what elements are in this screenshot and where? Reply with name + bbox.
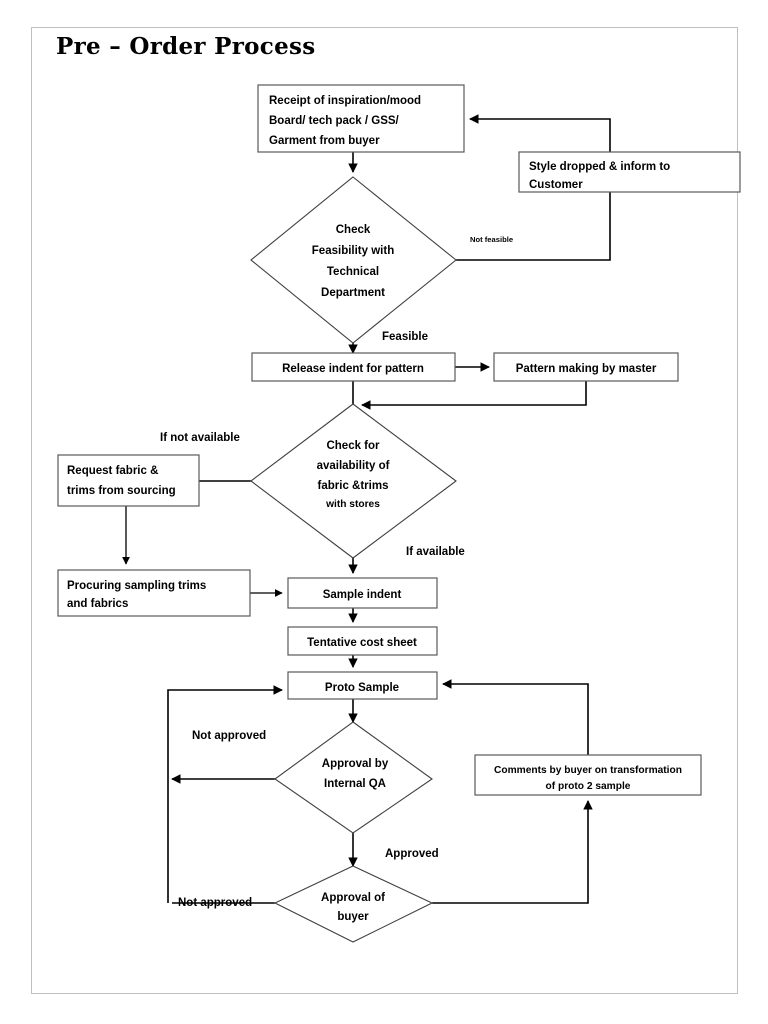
node-tentative-cost-label: Tentative cost sheet [307,637,417,649]
node-style-dropped-line-1: Style dropped & inform to [529,161,670,173]
edge-buyer-approved-to-comments [432,800,593,904]
node-feasibility-line-1: Check [336,224,371,236]
node-availability-line-3: fabric &trims [318,480,389,492]
node-approval-qa-line-2: Internal QA [324,778,386,790]
node-receipt-line-2: Board/ tech pack / GSS/ [269,115,400,127]
node-approval-buyer-line-1: Approval of [321,892,385,904]
node-release-indent-label: Release indent for pattern [282,363,424,375]
node-pattern-making[interactable] [493,352,679,382]
label-approved: Approved [385,848,439,860]
node-style-dropped-line-2: Customer [529,179,583,191]
label-if-available: If available [406,546,465,558]
node-receipt-line-1: Receipt of inspiration/mood [269,95,421,107]
node-style-dropped[interactable] [518,151,741,193]
node-procuring-sampling[interactable] [57,569,251,617]
label-not-feasible: Not feasible [470,235,513,244]
node-availability-line-1: Check for [326,440,380,452]
page-title: Pre – Order Process [56,33,316,60]
node-request-fabric-line-1: Request fabric & [67,465,158,477]
node-tentative-cost-sheet[interactable] [287,626,438,656]
node-sample-indent-label: Sample indent [323,589,402,601]
edge-left-return-rail [167,685,283,903]
node-feasibility-line-4: Department [321,287,385,299]
node-request-fabric-line-2: trims from sourcing [67,485,176,497]
node-approval-buyer-line-2: buyer [337,911,369,923]
node-request-fabric[interactable] [57,454,200,507]
node-sample-indent[interactable] [287,577,438,609]
node-comments-line-1: Comments by buyer on transformation [494,765,682,776]
label-not-approved-qa: Not approved [192,730,266,742]
node-check-feasibility[interactable] [250,176,457,344]
node-feasibility-line-2: Feasibility with [312,245,394,257]
node-proto-sample-label: Proto Sample [325,682,399,694]
node-check-availability[interactable] [250,403,457,559]
node-pattern-making-label: Pattern making by master [516,363,657,375]
node-comments-by-buyer[interactable] [474,754,702,796]
node-receipt-of-inspiration[interactable] [257,84,465,153]
edge-pattern-to-availability [361,381,587,410]
node-proto-sample[interactable] [287,671,438,700]
label-not-approved-buyer: Not approved [178,897,252,909]
node-feasibility-line-3: Technical [327,266,379,278]
node-availability-line-4: with stores [325,499,380,510]
node-procuring-line-2: and fabrics [67,598,128,610]
label-if-not-available: If not available [160,432,240,444]
edge-comments-to-proto [442,679,589,755]
node-receipt-line-3: Garment from buyer [269,135,380,147]
node-availability-line-2: availability of [317,460,390,472]
label-feasible: Feasible [382,331,428,343]
node-approval-of-buyer[interactable] [273,865,434,943]
node-approval-internal-qa[interactable] [274,721,433,834]
node-release-indent[interactable] [251,352,456,382]
node-comments-line-2: of proto 2 sample [546,781,631,792]
node-procuring-line-1: Procuring sampling trims [67,580,206,592]
node-approval-qa-line-1: Approval by [322,758,389,770]
